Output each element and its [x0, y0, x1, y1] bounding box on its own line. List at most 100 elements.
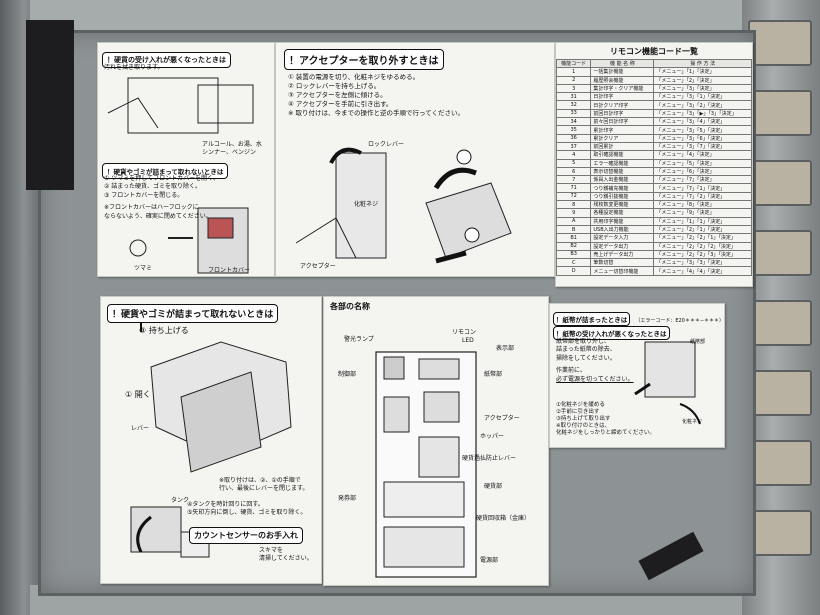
- operation-cell: 「メニュー」「9」「決定」: [653, 208, 752, 218]
- code-cell: 35: [556, 125, 592, 135]
- sticker-coin-jam: ！硬貨やゴミが詰まって取れないときは ③ 持ち上げる ① 開く レバー ※取り付…: [100, 296, 322, 584]
- part-label: 硬貨部: [484, 483, 503, 490]
- part-label: 電源部: [480, 557, 499, 564]
- function-name-cell: 履歴照会機能: [590, 75, 655, 85]
- operation-cell: 「メニュー」「3」「7」「決定」: [653, 141, 752, 152]
- function-name-cell: 取引確認機能: [590, 150, 655, 160]
- bill-unit-illustration: [634, 341, 701, 425]
- code-cell: 1: [556, 67, 592, 77]
- operation-cell: 「メニュー」「5」「決定」: [653, 158, 752, 168]
- function-name-cell: 係員入出金機能: [590, 175, 655, 185]
- code-cell: C: [556, 258, 592, 268]
- panel-f-step: 化粧ネジをしっかりと締めてください。: [556, 430, 655, 436]
- panel-d-title: ！硬貨やゴミが詰まって取れないときは: [107, 304, 279, 323]
- label-front-cover: フロントカバー: [208, 267, 251, 274]
- function-name-cell: 各種設定機能: [590, 208, 655, 218]
- panel-f-title2: ！紙幣の受け入れが悪くなったときは: [553, 326, 670, 340]
- rack-slot: [748, 370, 812, 416]
- code-cell: 4: [556, 150, 592, 160]
- label-screw: 化粧ネジ: [354, 201, 379, 208]
- panel-a-step: ① ツマミを押してフロントカバーを開く。: [104, 175, 220, 182]
- codes-header: 機能コード: [556, 58, 592, 69]
- panel-a-footnote: ならないよう、確実に閉めてください。: [104, 212, 212, 220]
- label-lift: ③ 持ち上げる: [139, 326, 189, 335]
- operation-cell: 「メニュー」「3」「5」「決定」: [653, 125, 752, 135]
- code-cell: D: [556, 266, 592, 276]
- operation-cell: 「メニュー」「3」「1」「決定」: [653, 92, 752, 102]
- panel-a-footnote: ※フロントカバーはハーフロックに: [104, 204, 199, 212]
- rack-slot: [748, 90, 812, 136]
- panel-a-step: ② 詰まった硬貨、ゴミを取り除く。: [104, 183, 202, 191]
- sticker-remove-acceptor: ！アクセプターを取り外すときは ① 装置の電源を切り、化粧ネジをゆるめる。 ② …: [275, 42, 555, 277]
- function-name-cell: 前回累計: [590, 141, 655, 152]
- code-cell: 9: [556, 208, 592, 218]
- operation-cell: 「メニュー」「3」「3」「決定」: [653, 258, 752, 268]
- code-cell: 32: [556, 100, 592, 110]
- part-label: 硬貨回収箱（金庫）: [476, 515, 531, 522]
- sensor-text-line: 清掃してください。: [259, 555, 313, 563]
- code-cell: 34: [556, 117, 592, 127]
- code-cell: 7: [556, 175, 592, 185]
- label-acceptor: アクセプター: [300, 263, 336, 270]
- rack-slot: [748, 20, 812, 66]
- operation-cell: 「メニュー」「6」「決定」: [653, 166, 752, 177]
- part-label: リモコン: [452, 329, 477, 336]
- cabinet-top-bar: [30, 0, 750, 32]
- part-label: 発券部: [338, 495, 357, 502]
- panel-f-step: ②手前に引き出す: [556, 409, 600, 415]
- operation-cell: 「メニュー」「7」「決定」: [653, 175, 752, 185]
- codes-title: リモコン機能コード一覧: [610, 47, 698, 56]
- function-name-cell: 累計クリア: [590, 133, 655, 143]
- black-bracket: [26, 20, 74, 190]
- machine-diagram: [375, 351, 477, 578]
- code-cell: 2: [556, 75, 592, 85]
- operation-cell: 「メニュー」「7」「1」「決定」: [653, 183, 752, 193]
- code-cell: 72: [556, 191, 592, 202]
- function-name-cell: USB入出力機能: [590, 224, 655, 235]
- label-lever: レバー: [131, 425, 150, 432]
- operation-cell: 「メニュー」「7」「2」「決定」: [653, 191, 752, 202]
- function-name-cell: 日計クリア印字: [590, 100, 655, 110]
- part-label: アクセプター: [484, 415, 520, 422]
- function-name-cell: つり銭補充機能: [590, 183, 655, 193]
- panel-f-title: ！紙幣が詰まったときは: [553, 312, 631, 326]
- operation-cell: 「メニュー」「2」「2」「1」「決定」: [653, 233, 752, 243]
- panel-f-line: 掃除をしてください。: [556, 354, 616, 362]
- operation-cell: 「メニュー」「2」「2」「2」「決定」: [653, 241, 752, 251]
- sticker-part-names: 各部の名称 警光ランプ リモコン LED 表示部 制御部 紙幣部 アクセプター …: [323, 296, 549, 586]
- code-cell: B3: [556, 249, 592, 260]
- panel-a-title: ！硬貨の受け入れが悪くなったときは: [102, 52, 231, 68]
- panel-f-step: ※取り付けのときは、: [556, 423, 611, 429]
- function-name-cell: 売上げデータ出力: [590, 249, 655, 260]
- operation-cell: 「メニュー」「3」「2」「決定」: [653, 100, 752, 110]
- rack-slot: [748, 300, 812, 346]
- panel-a-ng-note: シンナー、ベンジン: [202, 149, 256, 156]
- sticker-coin-acceptance: ！硬貨の受け入れが悪くなったときは 汚れを拭き取ります。 アルコール、お湯、水 …: [97, 42, 275, 277]
- panel-f-step: ①化粧ネジを緩める: [556, 402, 605, 408]
- operation-cell: 「メニュー」「3」「6」「決定」: [653, 133, 752, 143]
- codes-header: 操 作 方 法: [653, 58, 752, 69]
- function-name-cell: 筆数切替: [590, 258, 655, 268]
- panel-b-step: ④ アクセプターを手前に引き出す。: [288, 100, 393, 108]
- panel-f-line: 紙幣部を取り外し、: [556, 338, 611, 345]
- panel-f-warning: 必ず電源を切ってください。: [556, 375, 634, 383]
- operation-cell: 「メニュー」「2」「2」「3」「決定」: [653, 249, 752, 260]
- function-name-cell: 前回日計印字: [590, 108, 655, 119]
- panel-f-line: 作業前に、: [556, 367, 586, 375]
- parts-title: 各部の名称: [330, 302, 370, 311]
- function-name-cell: 一括集計機能: [590, 67, 655, 77]
- code-cell: 3: [556, 83, 592, 94]
